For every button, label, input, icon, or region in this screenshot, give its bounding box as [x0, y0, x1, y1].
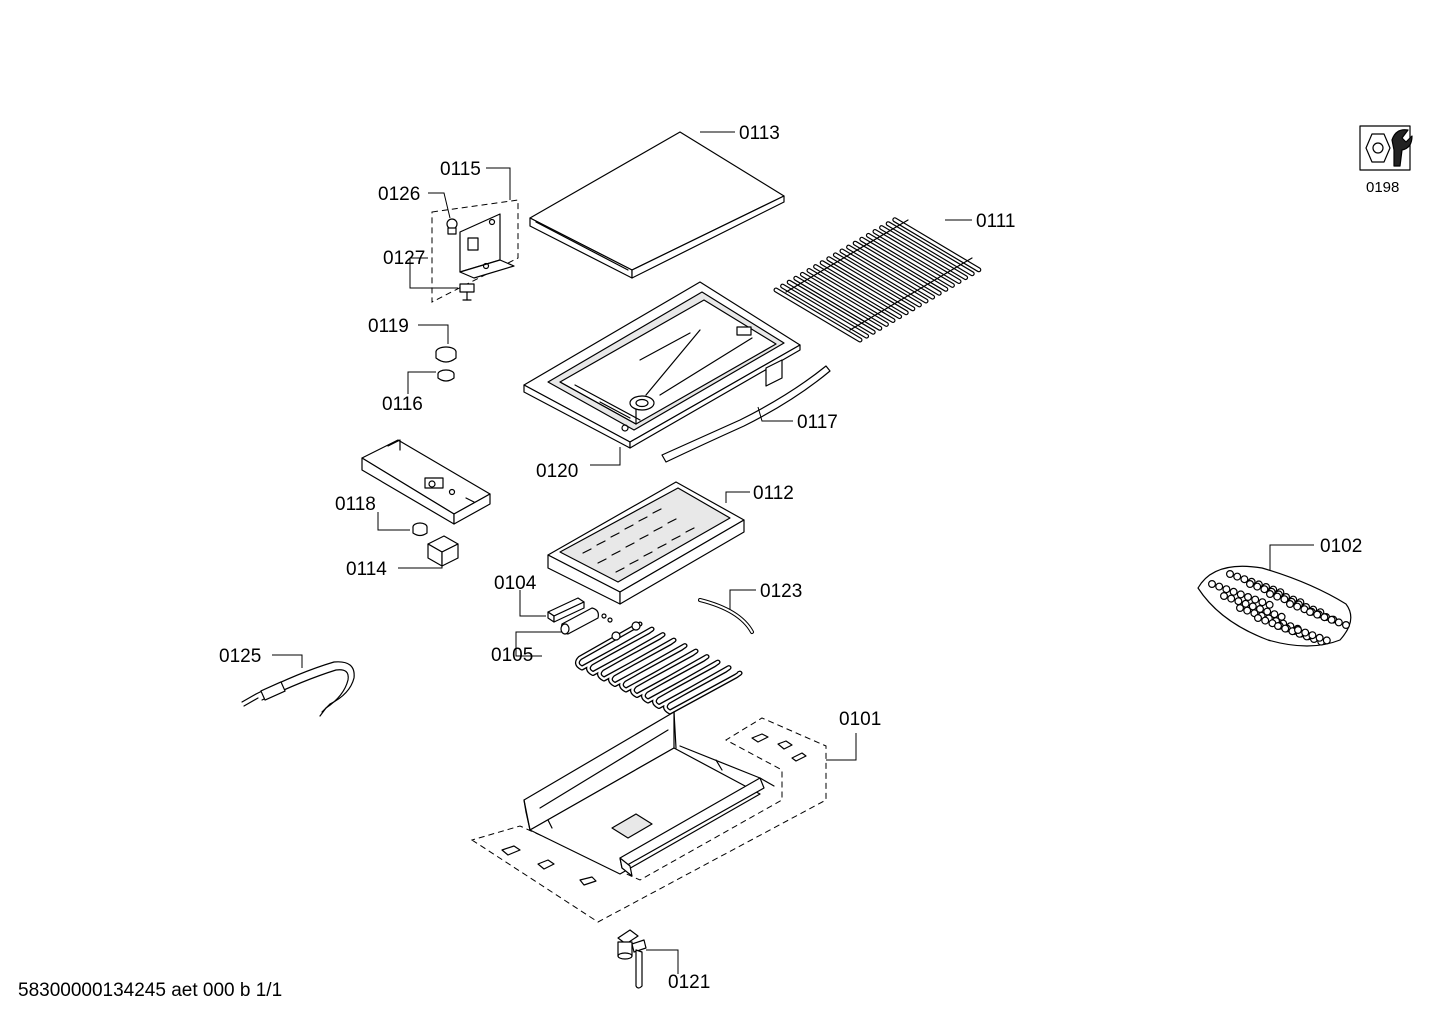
part-0127-switch[interactable]: [459, 283, 475, 301]
part-0114-switch-box[interactable]: [427, 535, 459, 567]
label-0116: 0116: [382, 394, 423, 415]
part-0102-lava-stones[interactable]: [1197, 565, 1352, 647]
part-0105-sensor[interactable]: [560, 607, 613, 635]
label-0112: 0112: [753, 483, 794, 504]
part-0104-holder[interactable]: [547, 597, 585, 623]
part-0117-seal-strip[interactable]: [661, 365, 831, 463]
label-0126: 0126: [378, 184, 420, 205]
part-0121-drain-valve[interactable]: [617, 929, 647, 989]
label-0117: 0117: [797, 412, 838, 433]
label-0104: 0104: [494, 573, 537, 594]
wrench-nut-icon[interactable]: [1359, 125, 1413, 171]
label-0118: 0118: [335, 494, 376, 515]
document-footer: 58300000134245 aet 000 b 1/1: [18, 980, 283, 1001]
label-0102: 0102: [1320, 536, 1362, 557]
label-0105: 0105: [491, 645, 533, 666]
label-0125: 0125: [219, 646, 261, 667]
part-0118-clip[interactable]: [412, 522, 428, 537]
label-0119: 0119: [368, 316, 409, 337]
part-0123-heating-element[interactable]: [574, 598, 754, 715]
part-0115-bracket[interactable]: [459, 213, 515, 279]
part-0113-cover-lid[interactable]: [529, 131, 785, 279]
part-0120-grill-tub[interactable]: [523, 281, 801, 449]
label-0198: 0198: [1366, 179, 1399, 196]
label-0111: 0111: [976, 211, 1015, 232]
part-0118-control-bracket[interactable]: [361, 439, 491, 525]
label-0120: 0120: [536, 461, 578, 482]
label-0123: 0123: [760, 581, 802, 602]
part-0101-clips[interactable]: [501, 733, 807, 886]
label-0115: 0115: [440, 159, 481, 180]
part-0116-knob-insert[interactable]: [437, 369, 455, 382]
label-0113: 0113: [739, 123, 780, 144]
part-0111-grill-grate[interactable]: [773, 217, 982, 343]
part-0126-lamp-holder[interactable]: [446, 218, 458, 235]
part-0112-drip-tray[interactable]: [547, 481, 745, 605]
label-0101: 0101: [839, 709, 881, 730]
label-0127: 0127: [383, 248, 425, 269]
label-0121: 0121: [668, 972, 710, 993]
part-0125-cable[interactable]: [241, 661, 355, 717]
part-0119-knob[interactable]: [435, 346, 457, 363]
label-0114: 0114: [346, 559, 387, 580]
part-0101-housing[interactable]: [523, 711, 775, 877]
